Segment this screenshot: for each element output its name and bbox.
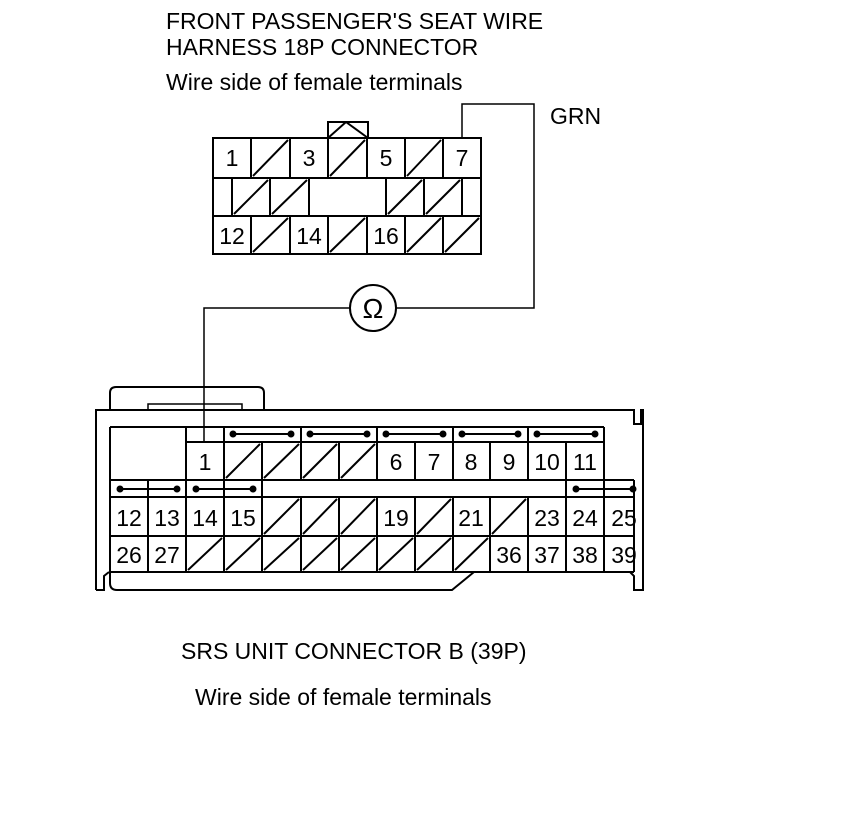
top-connector-terminal-labels: 1 3 5 7 12 14 16 bbox=[219, 145, 468, 249]
srs-terminal-1: 1 bbox=[199, 449, 212, 475]
srs-terminal-24: 24 bbox=[572, 505, 598, 531]
srs-connector-lock bbox=[109, 386, 265, 410]
top-terminal-16: 16 bbox=[373, 223, 399, 249]
srs-shorting-bars bbox=[116, 430, 637, 493]
srs-terminal-7: 7 bbox=[428, 449, 441, 475]
top-connector-title-line1: FRONT PASSENGER'S SEAT WIRE bbox=[166, 8, 543, 34]
ohmmeter-icon bbox=[349, 284, 397, 332]
srs-terminal-21: 21 bbox=[458, 505, 484, 531]
srs-terminal-labels: 1 6 7 8 9 10 11 12 13 14 15 19 21 23 24 … bbox=[116, 449, 637, 568]
srs-terminal-25: 25 bbox=[611, 505, 637, 531]
top-terminal-14: 14 bbox=[296, 223, 322, 249]
srs-terminal-11: 11 bbox=[573, 449, 597, 475]
srs-connector-subtitle: Wire side of female terminals bbox=[195, 684, 492, 710]
srs-terminal-6: 6 bbox=[390, 449, 403, 475]
srs-terminal-14: 14 bbox=[192, 505, 218, 531]
srs-terminal-12: 12 bbox=[116, 505, 142, 531]
top-connector-18p bbox=[212, 121, 482, 255]
top-terminal-5: 5 bbox=[380, 145, 393, 171]
srs-terminal-26: 26 bbox=[116, 542, 142, 568]
top-terminal-7: 7 bbox=[456, 145, 469, 171]
top-terminal-1: 1 bbox=[226, 145, 239, 171]
srs-connector-39p bbox=[95, 386, 644, 591]
top-terminal-3: 3 bbox=[303, 145, 316, 171]
srs-connector-title: SRS UNIT CONNECTOR B (39P) bbox=[181, 638, 526, 664]
srs-terminal-36: 36 bbox=[496, 542, 522, 568]
srs-terminal-38: 38 bbox=[572, 542, 598, 568]
srs-terminal-39: 39 bbox=[611, 542, 637, 568]
srs-terminal-8: 8 bbox=[465, 449, 478, 475]
srs-terminal-23: 23 bbox=[534, 505, 560, 531]
srs-terminal-9: 9 bbox=[503, 449, 516, 475]
srs-terminal-27: 27 bbox=[154, 542, 180, 568]
top-connector-housing bbox=[212, 137, 482, 255]
srs-terminal-37: 37 bbox=[534, 542, 560, 568]
srs-terminal-10: 10 bbox=[534, 449, 560, 475]
ohm-symbol: Ω bbox=[363, 293, 384, 324]
test-lead-grn bbox=[396, 103, 535, 309]
srs-terminal-13: 13 bbox=[154, 505, 180, 531]
test-lead-srs bbox=[203, 307, 350, 442]
srs-terminal-15: 15 bbox=[230, 505, 256, 531]
top-connector-subtitle: Wire side of female terminals bbox=[166, 69, 463, 95]
wire-color-label: GRN bbox=[550, 103, 601, 129]
srs-terminal-19: 19 bbox=[383, 505, 409, 531]
top-connector-title-line2: HARNESS 18P CONNECTOR bbox=[166, 34, 478, 60]
top-terminal-12: 12 bbox=[219, 223, 245, 249]
